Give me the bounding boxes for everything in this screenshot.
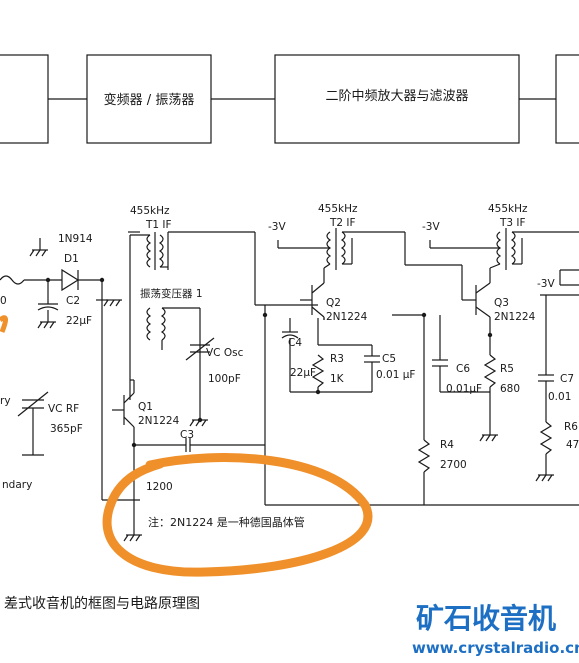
block-right-partial [555, 54, 579, 144]
ground-symbol-7 [103, 299, 122, 307]
label-c5-value: 0.01 µF [376, 369, 415, 381]
watermark-title: 矿石收音机 [416, 602, 556, 635]
label-c7: C7 [560, 373, 574, 385]
ground-symbol-4 [123, 534, 142, 542]
label-c6-value: 0.01µF [446, 383, 482, 395]
label-q1-type: 2N1224 [138, 415, 180, 427]
label-c5: C5 [382, 353, 396, 365]
label-osc-coil: 振荡变压器 1 [140, 287, 203, 300]
label-r5-value: 680 [500, 383, 520, 395]
label-t2: T2 IF [329, 217, 356, 229]
label-c3: C3 [180, 429, 194, 441]
label-ry: ry [0, 395, 11, 407]
label-c2: C2 [66, 295, 80, 307]
label-vc-rf: VC RF [48, 403, 79, 415]
watermark-url: www.crystalradio.cn [412, 639, 579, 657]
label-freq-t2: 455kHz [318, 203, 358, 215]
block-left-partial [0, 54, 49, 144]
label-r2-value: 1200 [146, 481, 173, 493]
label-r6: R6 [564, 421, 578, 433]
label-vc-osc: VC Osc [206, 347, 244, 359]
block-label-mixer: 变频器 / 振荡器 [104, 92, 195, 108]
input-coil [0, 275, 25, 285]
note-text: 注：2N1224 是一种德国晶体管 [148, 515, 305, 529]
block-label-if-amp: 二阶中频放大器与滤波器 [325, 89, 468, 104]
figure-caption: 差式收音机的框图与电路原理图 [4, 595, 200, 612]
label-r5: R5 [500, 363, 514, 375]
label-q3: Q3 [494, 297, 509, 309]
label-q2-type: 2N1224 [326, 311, 368, 323]
label-neg3v-1: -3V [268, 221, 286, 233]
label-freq-t1: 455kHz [130, 205, 170, 217]
label-diode-type: 1N914 [58, 233, 93, 245]
label-q3-type: 2N1224 [494, 311, 536, 323]
label-vc-rf-value: 365pF [50, 423, 83, 435]
highlight-ellipse [102, 453, 373, 577]
label-c4: C4 [288, 337, 302, 349]
label-neg3v-2: -3V [422, 221, 440, 233]
ground-symbol-1 [29, 238, 48, 257]
highlight-mark-left [0, 315, 8, 333]
label-ndary: ndary [2, 479, 32, 491]
label-r6-value: 47 [566, 439, 579, 451]
ground-symbol-5 [479, 434, 498, 442]
transformer-t1 [146, 234, 152, 268]
label-zero: 0 [0, 295, 7, 307]
label-c4-value: 22µF [290, 367, 316, 379]
diode-d1 [61, 268, 80, 292]
label-c6: C6 [456, 363, 470, 375]
label-freq-t3: 455kHz [488, 203, 528, 215]
resistor-r5 [483, 354, 497, 388]
label-vc-osc-value: 100pF [208, 373, 241, 385]
resistor-r6 [539, 421, 553, 455]
label-c2-value: 22µF [66, 315, 92, 327]
label-r3-value: 1K [330, 373, 345, 385]
label-r4: R4 [440, 439, 454, 451]
label-neg3v-3: -3V [537, 278, 555, 290]
label-t1: T1 IF [145, 219, 172, 231]
label-d1: D1 [64, 253, 79, 265]
label-q1: Q1 [138, 401, 153, 413]
ground-symbol-6 [535, 474, 554, 482]
resistor-r3 [311, 354, 325, 388]
label-r4-value: 2700 [440, 459, 467, 471]
label-t3: T3 IF [499, 217, 526, 229]
resistor-r4 [417, 439, 431, 473]
label-q2: Q2 [326, 297, 341, 309]
oscillator-coil [146, 307, 152, 341]
label-r3: R3 [330, 353, 344, 365]
ground-symbol-2 [37, 321, 56, 329]
label-c7-value: 0.01 [548, 391, 571, 403]
